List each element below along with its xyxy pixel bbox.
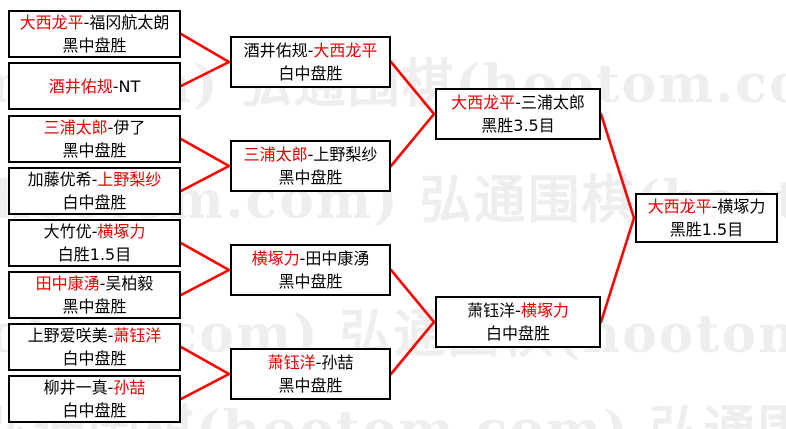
match-box-r2-3: 横塚力-田中康湧 黑中盘胜 bbox=[230, 244, 391, 296]
player-name: 酒井佑规 bbox=[243, 41, 308, 60]
player-name: 加藤优希 bbox=[27, 170, 92, 189]
player-name: 伊了 bbox=[113, 118, 146, 137]
vs-dash: - bbox=[515, 93, 521, 112]
vs-dash: - bbox=[315, 353, 322, 372]
player-name: 横塚力 bbox=[717, 197, 766, 216]
player-name: 上野梨纱 bbox=[313, 145, 378, 164]
player-name: 大竹优 bbox=[43, 222, 92, 241]
player-name: 孙喆 bbox=[113, 378, 146, 397]
player-name: 田中康湧 bbox=[305, 249, 370, 268]
player-name: 横塚力 bbox=[520, 301, 569, 320]
player-name: NT bbox=[118, 76, 141, 96]
vs-dash: - bbox=[307, 41, 314, 60]
match-box-r1-1: 大西龙平-福冈航太朗 黑中盘胜 bbox=[8, 10, 181, 58]
match-box-r1-6: 田中康湧-吴柏毅 黑中盘胜 bbox=[8, 271, 181, 319]
player-name: 孙喆 bbox=[321, 353, 354, 372]
vs-dash: - bbox=[107, 326, 114, 345]
player-name: 萧钰洋 bbox=[113, 326, 162, 345]
match-result: 黑中盘胜 bbox=[278, 376, 343, 395]
player-name: 三浦太郎 bbox=[43, 118, 108, 137]
vs-dash: - bbox=[107, 378, 114, 397]
player-name: 萧钰洋 bbox=[467, 301, 516, 320]
match-result: 白中盘胜 bbox=[62, 401, 127, 420]
match-result: 黑胜3.5目 bbox=[481, 116, 555, 135]
match-box-r2-4: 萧钰洋-孙喆 黑中盘胜 bbox=[230, 348, 391, 400]
match-result: 黑中盘胜 bbox=[62, 36, 127, 55]
player-name: 福冈航太朗 bbox=[89, 13, 170, 32]
match-result: 黑中盘胜 bbox=[278, 168, 343, 187]
player-name: 横塚力 bbox=[97, 222, 146, 241]
player-name: 大西龙平 bbox=[19, 13, 84, 32]
match-result: 白胜1.5目 bbox=[57, 245, 132, 264]
player-name: 酒井佑规 bbox=[48, 76, 113, 96]
match-result: 白中盘胜 bbox=[62, 193, 127, 212]
vs-dash: - bbox=[91, 170, 98, 189]
vs-dash: - bbox=[83, 13, 90, 32]
match-result: 黑中盘胜 bbox=[278, 272, 343, 291]
player-name: 柳井一真 bbox=[43, 378, 108, 397]
vs-dash: - bbox=[299, 249, 306, 268]
match-box-sf-1: 大西龙平-三浦太郎 黑胜3.5目 bbox=[435, 88, 601, 140]
match-result: 黑胜1.5目 bbox=[669, 220, 744, 239]
player-name: 大西龙平 bbox=[451, 93, 516, 112]
match-result: 黑中盘胜 bbox=[62, 141, 127, 160]
match-result: 黑中盘胜 bbox=[62, 297, 127, 316]
player-name: 横塚力 bbox=[251, 249, 300, 268]
vs-dash: - bbox=[99, 274, 106, 293]
match-box-r1-3: 三浦太郎-伊了 黑中盘胜 bbox=[8, 115, 181, 163]
vs-dash: - bbox=[112, 76, 119, 96]
match-result: 白中盘胜 bbox=[485, 324, 550, 343]
vs-dash: - bbox=[515, 301, 521, 320]
match-box-sf-2: 萧钰洋-横塚力 白中盘胜 bbox=[435, 296, 601, 348]
vs-dash: - bbox=[711, 197, 718, 216]
player-name: 上野爱咲美 bbox=[27, 326, 108, 345]
match-box-r1-7: 上野爱咲美-萧钰洋 白中盘胜 bbox=[8, 323, 181, 371]
vs-dash: - bbox=[91, 222, 98, 241]
match-box-r2-1: 酒井佑规-大西龙平 白中盘胜 bbox=[230, 36, 391, 88]
player-name: 田中康湧 bbox=[35, 274, 100, 293]
player-name: 三浦太郎 bbox=[520, 93, 585, 112]
match-result: 白中盘胜 bbox=[62, 349, 127, 368]
match-box-r2-2: 三浦太郎-上野梨纱 黑中盘胜 bbox=[230, 140, 391, 192]
player-name: 上野梨纱 bbox=[97, 170, 162, 189]
vs-dash: - bbox=[107, 118, 114, 137]
match-box-r1-2: 酒井佑规-NT bbox=[8, 62, 181, 110]
match-result: 白中盘胜 bbox=[278, 64, 343, 83]
match-box-r1-5: 大竹优-横塚力 白胜1.5目 bbox=[8, 219, 181, 267]
vs-dash: - bbox=[307, 145, 314, 164]
match-box-r1-8: 柳井一真-孙喆 白中盘胜 bbox=[8, 375, 181, 423]
match-box-final: 大西龙平-横塚力 黑胜1.5目 bbox=[635, 193, 778, 243]
player-name: 三浦太郎 bbox=[243, 145, 308, 164]
player-name: 吴柏毅 bbox=[105, 274, 154, 293]
player-name: 大西龙平 bbox=[313, 41, 378, 60]
player-name: 大西龙平 bbox=[647, 197, 712, 216]
player-name: 萧钰洋 bbox=[267, 353, 316, 372]
match-box-r1-4: 加藤优希-上野梨纱 白中盘胜 bbox=[8, 167, 181, 215]
